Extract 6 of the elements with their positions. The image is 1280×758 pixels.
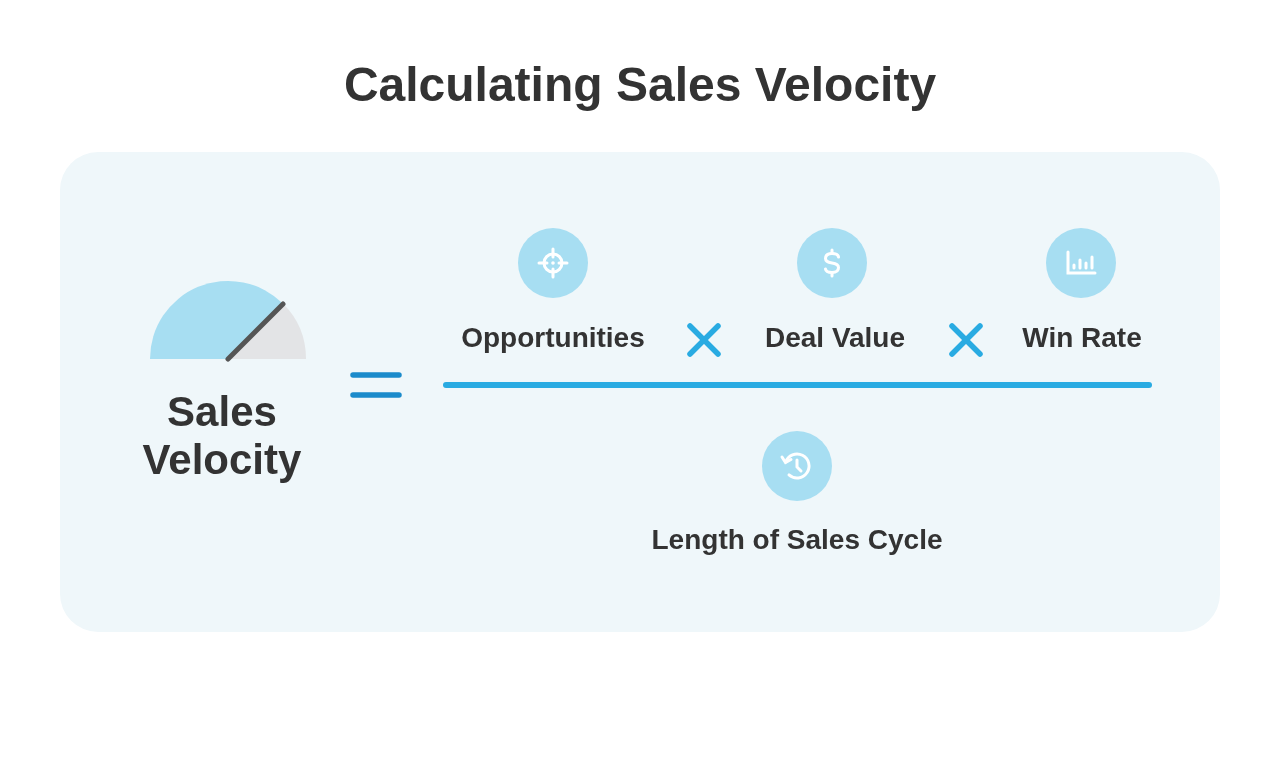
term-label: Length of Sales Cycle — [651, 523, 943, 557]
term-label: Win Rate — [1022, 321, 1142, 355]
result-label: Sales Velocity — [141, 387, 303, 485]
term-label: Deal Value — [764, 321, 906, 355]
title: Calculating Sales Velocity — [343, 58, 937, 111]
term-label: Opportunities — [461, 321, 645, 355]
